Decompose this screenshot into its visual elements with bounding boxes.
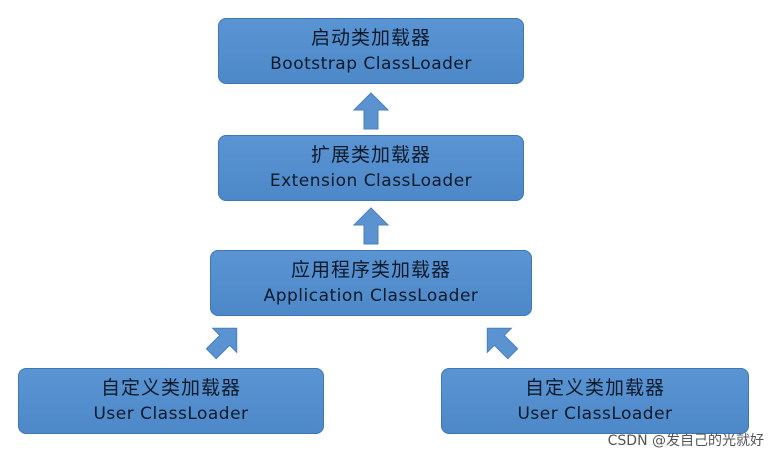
extension-classloader-node: 扩展类加载器 Extension ClassLoader [218, 135, 524, 201]
bootstrap-label-zh: 启动类加载器 [310, 26, 431, 49]
extension-label-en: Extension ClassLoader [269, 171, 473, 192]
bootstrap-classloader-node: 启动类加载器 Bootstrap ClassLoader [218, 18, 524, 84]
application-classloader-node: 应用程序类加载器 Application ClassLoader [210, 250, 532, 316]
arrow-diagonal-user-right-to-application [486, 327, 518, 360]
arrow-up-application-to-extension [353, 207, 389, 245]
application-label-en: Application ClassLoader [263, 286, 479, 307]
user-right-label-zh: 自定义类加载器 [524, 376, 665, 399]
user-left-label-en: User ClassLoader [93, 404, 249, 425]
user-right-label-en: User ClassLoader [517, 404, 673, 425]
user-classloader-node-right: 自定义类加载器 User ClassLoader [441, 368, 749, 434]
arrow-up-extension-to-bootstrap [353, 92, 389, 130]
application-label-zh: 应用程序类加载器 [290, 258, 451, 281]
user-classloader-node-left: 自定义类加载器 User ClassLoader [18, 368, 324, 434]
user-left-label-zh: 自定义类加载器 [100, 376, 241, 399]
watermark: CSDN @发自己的光就好 [607, 433, 764, 449]
extension-label-zh: 扩展类加载器 [310, 143, 431, 166]
arrow-diagonal-user-left-to-application [206, 327, 238, 360]
bootstrap-label-en: Bootstrap ClassLoader [270, 54, 472, 75]
